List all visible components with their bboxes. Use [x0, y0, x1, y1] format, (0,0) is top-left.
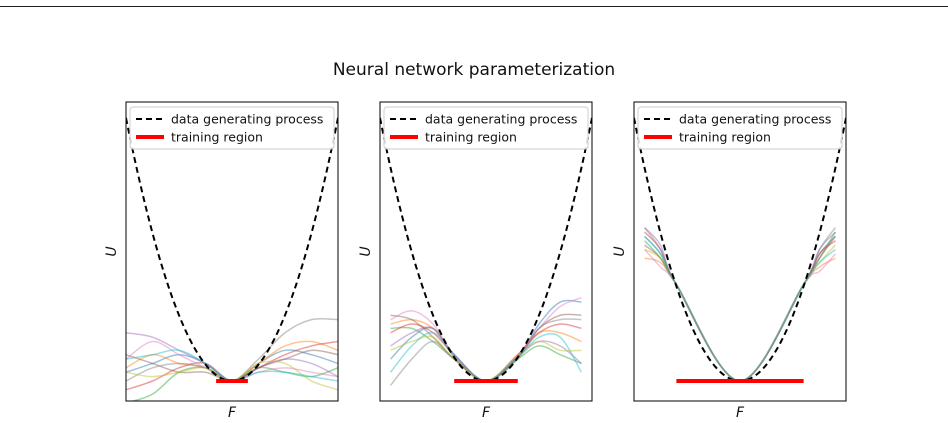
legend-label-training: training region [679, 130, 771, 145]
legend-label-dgp: data generating process [679, 112, 831, 127]
sample-curve-10 [390, 331, 583, 382]
legend-label-dgp: data generating process [425, 112, 577, 127]
axes-frame [379, 101, 593, 402]
legend-label-training: training region [171, 130, 263, 145]
legend-label-dgp: data generating process [171, 112, 323, 127]
sample-curve-8 [643, 227, 837, 382]
sample-curve-6 [644, 235, 837, 382]
legend: data generating process training region [637, 106, 843, 150]
sample-curve-3 [644, 231, 837, 382]
legend: data generating process training region [383, 106, 589, 150]
x-axis-label: F [482, 405, 491, 421]
legend: data generating process training region [129, 106, 335, 150]
y-axis-label: U [612, 246, 628, 256]
sample-curve-10 [644, 235, 836, 382]
plot-area-3 [634, 117, 846, 383]
sample-curve-3 [130, 366, 338, 401]
sample-curve-5 [390, 326, 582, 382]
sample-curve-7 [644, 248, 836, 382]
legend-label-training: training region [425, 130, 517, 145]
x-axis-label: F [736, 405, 745, 421]
sample-curve-9 [644, 244, 836, 382]
sample-curve-1 [644, 235, 836, 382]
legend-box [383, 106, 589, 150]
axes-frame [633, 101, 847, 402]
sample-curve-5 [126, 332, 338, 382]
sample-curve-3 [390, 326, 582, 382]
y-axis-label: U [104, 246, 120, 256]
x-axis-label: F [228, 405, 237, 421]
legend-box [637, 106, 843, 150]
data-generating-process-line [634, 117, 846, 383]
plot-area-2 [380, 117, 592, 386]
top-rule [0, 6, 948, 7]
y-axis-label: U [358, 246, 374, 256]
axes-frame [125, 101, 339, 402]
figure-title: Neural network parameterization [332, 60, 616, 80]
plot-area-1 [126, 117, 338, 401]
legend-box [129, 106, 335, 150]
sample-curve-4 [644, 231, 836, 382]
sample-curve-5 [644, 227, 836, 382]
